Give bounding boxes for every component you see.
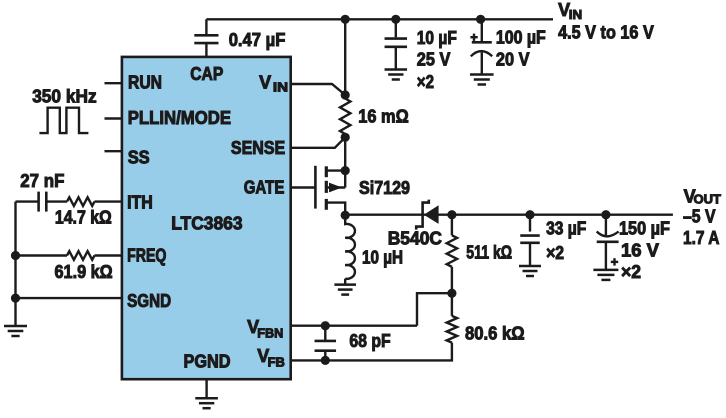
svg-text:350 kHz: 350 kHz [32, 86, 96, 106]
svg-text:GATE: GATE [244, 178, 285, 198]
svg-text:V: V [259, 73, 271, 93]
svg-text:10 µH: 10 µH [362, 248, 403, 268]
svg-text:FB: FB [268, 355, 285, 370]
svg-text:SGND: SGND [127, 291, 171, 311]
svg-text:61.9 kΩ: 61.9 kΩ [55, 262, 113, 282]
svg-text:ITH: ITH [127, 193, 153, 213]
svg-text:IN: IN [273, 80, 288, 95]
svg-text:CAP: CAP [190, 64, 223, 84]
svg-text:V: V [558, 0, 570, 20]
svg-text:×2: ×2 [546, 243, 564, 263]
svg-text:Si7129: Si7129 [359, 178, 410, 198]
svg-text:LTC3863: LTC3863 [171, 214, 242, 234]
svg-text:SS: SS [128, 147, 150, 167]
svg-text:511 kΩ: 511 kΩ [466, 243, 512, 263]
svg-text:150 µF: 150 µF [619, 218, 670, 238]
svg-text:100 µF: 100 µF [496, 28, 546, 48]
svg-text:25 V: 25 V [417, 50, 451, 70]
svg-text:B540C: B540C [388, 229, 442, 249]
svg-text:PLLIN/MODE: PLLIN/MODE [128, 108, 231, 128]
svg-text:V: V [247, 317, 259, 337]
svg-text:×2: ×2 [417, 72, 434, 92]
svg-text:V: V [684, 186, 696, 206]
svg-text:20 V: 20 V [496, 50, 530, 70]
svg-text:0.47 µF: 0.47 µF [229, 30, 286, 50]
svg-text:14.7 kΩ: 14.7 kΩ [55, 208, 112, 228]
svg-text:SENSE: SENSE [231, 138, 285, 158]
svg-text:10 µF: 10 µF [417, 28, 457, 48]
svg-text:68 pF: 68 pF [349, 331, 390, 351]
svg-text:16 mΩ: 16 mΩ [358, 107, 408, 127]
svg-text:27 nF: 27 nF [20, 171, 64, 191]
svg-text:FREQ: FREQ [127, 246, 166, 266]
svg-text:PGND: PGND [184, 352, 231, 372]
svg-text:V: V [257, 346, 269, 366]
svg-text:–5 V: –5 V [683, 207, 716, 227]
svg-text:1.7 A: 1.7 A [683, 228, 719, 248]
svg-text:33 µF: 33 µF [546, 218, 586, 238]
svg-text:FBN: FBN [257, 326, 283, 341]
svg-text:RUN: RUN [128, 72, 162, 92]
svg-text:OUT: OUT [694, 192, 722, 207]
svg-text:16 V: 16 V [621, 241, 659, 261]
svg-text:4.5 V to 16 V: 4.5 V to 16 V [558, 23, 654, 43]
svg-text:80.6 kΩ: 80.6 kΩ [465, 324, 525, 344]
svg-text:IN: IN [569, 7, 582, 22]
svg-text:×2: ×2 [621, 262, 641, 282]
